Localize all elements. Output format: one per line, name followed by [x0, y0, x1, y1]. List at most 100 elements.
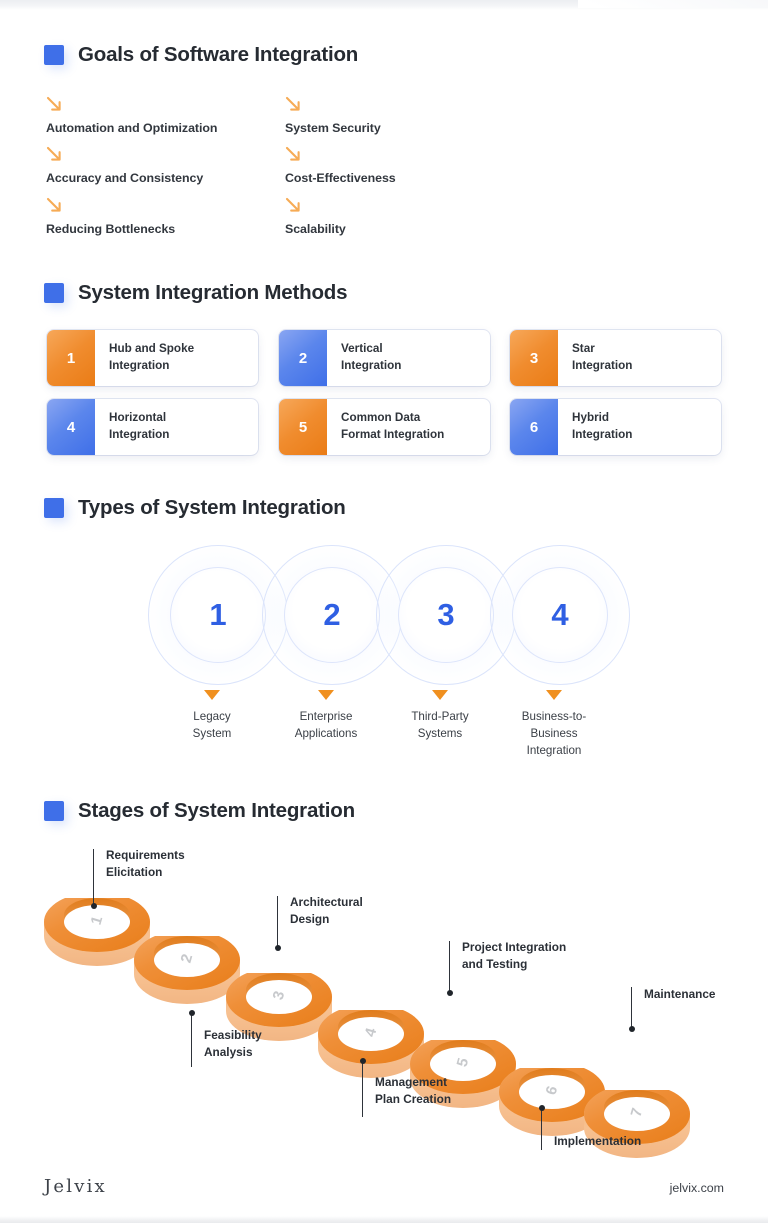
method-label-line2: Format Integration: [341, 428, 445, 441]
callout-line2: Plan Creation: [375, 1091, 452, 1106]
callout-line1: Requirements: [106, 848, 185, 862]
type-label-line3: Integration: [526, 743, 582, 757]
stage-ring-5: 5: [408, 1040, 518, 1132]
footer-website-url[interactable]: jelvix.com: [669, 1181, 724, 1195]
method-label-line1: Hub and Spoke: [109, 342, 195, 356]
type-label: Third-Party Systems: [380, 709, 500, 743]
type-label-line1: Legacy: [193, 710, 231, 723]
callout-line: [362, 1061, 364, 1117]
top-edge-band: [0, 0, 768, 10]
type-label: Legacy System: [152, 709, 272, 743]
method-label-line1: Hybrid: [572, 411, 610, 425]
type-item-1: Legacy System: [152, 690, 272, 743]
method-label-line2: Integration: [109, 428, 170, 441]
arrow-down-right-icon: [285, 146, 300, 161]
method-number: 1: [47, 330, 95, 386]
stage-callout-7: Maintenance: [628, 987, 768, 1037]
callout-line1: Implementation: [554, 1134, 642, 1148]
type-number: 1: [209, 597, 227, 632]
arrow-down-right-icon: [46, 197, 61, 212]
callout-line1: Feasibility: [204, 1028, 262, 1042]
callout-dot: [538, 1105, 545, 1111]
type-item-3: Third-Party Systems: [380, 690, 500, 743]
callout-dot: [90, 903, 97, 909]
type-label-line2: Applications: [294, 726, 358, 740]
method-number: 6: [510, 399, 558, 455]
stage-callout-6: Implementation: [538, 1105, 741, 1155]
type-inner-ring: 2: [284, 567, 380, 663]
callout-dot: [274, 945, 281, 951]
stage-ring-3: 3: [224, 973, 334, 1065]
goal-item-1: Automation and Optimization: [46, 96, 286, 135]
type-label-line2: Business: [530, 726, 578, 740]
goal-item-3: Accuracy and Consistency: [46, 146, 286, 185]
stage-ring-graphic: [584, 1090, 690, 1158]
method-number: 5: [279, 399, 327, 455]
method-number: 3: [510, 330, 558, 386]
type-label: Enterprise Applications: [266, 709, 386, 743]
type-label-line1: Business-to-: [521, 710, 587, 723]
stage-ring-6: 6: [497, 1068, 607, 1160]
stage-ring-7: 7: [582, 1090, 692, 1182]
section-heading-types: Types of System Integration: [44, 496, 346, 520]
goal-label: Accuracy and Consistency: [46, 171, 204, 185]
triangle-down-icon: [432, 690, 448, 700]
callout-line1: Maintenance: [644, 987, 716, 1001]
callout-line: [277, 896, 279, 948]
section-title: Stages of System Integration: [78, 799, 355, 822]
stage-callout-3: Architectural Design: [274, 895, 477, 958]
stage-callout-1: Requirements Elicitation: [90, 848, 293, 911]
type-label-line1: Enterprise: [299, 710, 353, 723]
callout-label: Feasibility Analysis: [204, 1027, 262, 1061]
method-number: 4: [47, 399, 95, 455]
callout-dot: [628, 1026, 635, 1032]
blue-square-icon: [44, 801, 64, 821]
type-item-4: Business-to- Business Integration: [494, 690, 614, 759]
section-heading-methods: System Integration Methods: [44, 281, 348, 305]
goal-label: Scalability: [285, 222, 346, 236]
section-heading-stages: Stages of System Integration: [44, 799, 355, 823]
callout-line: [541, 1108, 543, 1150]
section-title: Types of System Integration: [78, 496, 346, 519]
method-label-line1: Common Data: [341, 411, 421, 425]
goal-item-5: Reducing Bottlenecks: [46, 197, 286, 236]
callout-line: [93, 849, 95, 906]
type-circle-4: 4: [490, 545, 630, 685]
stage-ring-graphic: [44, 898, 150, 966]
goal-label: Automation and Optimization: [46, 121, 218, 135]
arrow-down-right-icon: [46, 146, 61, 161]
callout-line1: Management: [375, 1075, 448, 1089]
callout-dot: [359, 1058, 366, 1064]
method-label-line2: Integration: [109, 359, 170, 372]
stage-ring-graphic: [499, 1068, 605, 1136]
arrow-down-right-icon: [46, 96, 61, 111]
callout-dot: [446, 990, 453, 996]
stage-ring-1: 1: [42, 898, 152, 990]
type-item-2: Enterprise Applications: [266, 690, 386, 743]
callout-line2: and Testing: [462, 956, 528, 971]
method-label-line2: Integration: [572, 359, 633, 372]
callout-line: [191, 1013, 193, 1067]
type-label-line1: Third-Party: [411, 710, 469, 723]
type-number: 4: [551, 597, 569, 632]
stage-callout-2: Feasibility Analysis: [188, 1010, 391, 1072]
type-inner-ring: 4: [512, 567, 608, 663]
callout-line2: Elicitation: [106, 864, 163, 879]
arrow-down-right-icon: [285, 197, 300, 212]
callout-dot: [188, 1010, 195, 1016]
stage-ring-2: 2: [132, 936, 242, 1028]
triangle-down-icon: [204, 690, 220, 700]
method-label-line1: Horizontal: [109, 411, 167, 425]
type-label-line2: System: [192, 726, 232, 740]
blue-square-icon: [44, 283, 64, 303]
